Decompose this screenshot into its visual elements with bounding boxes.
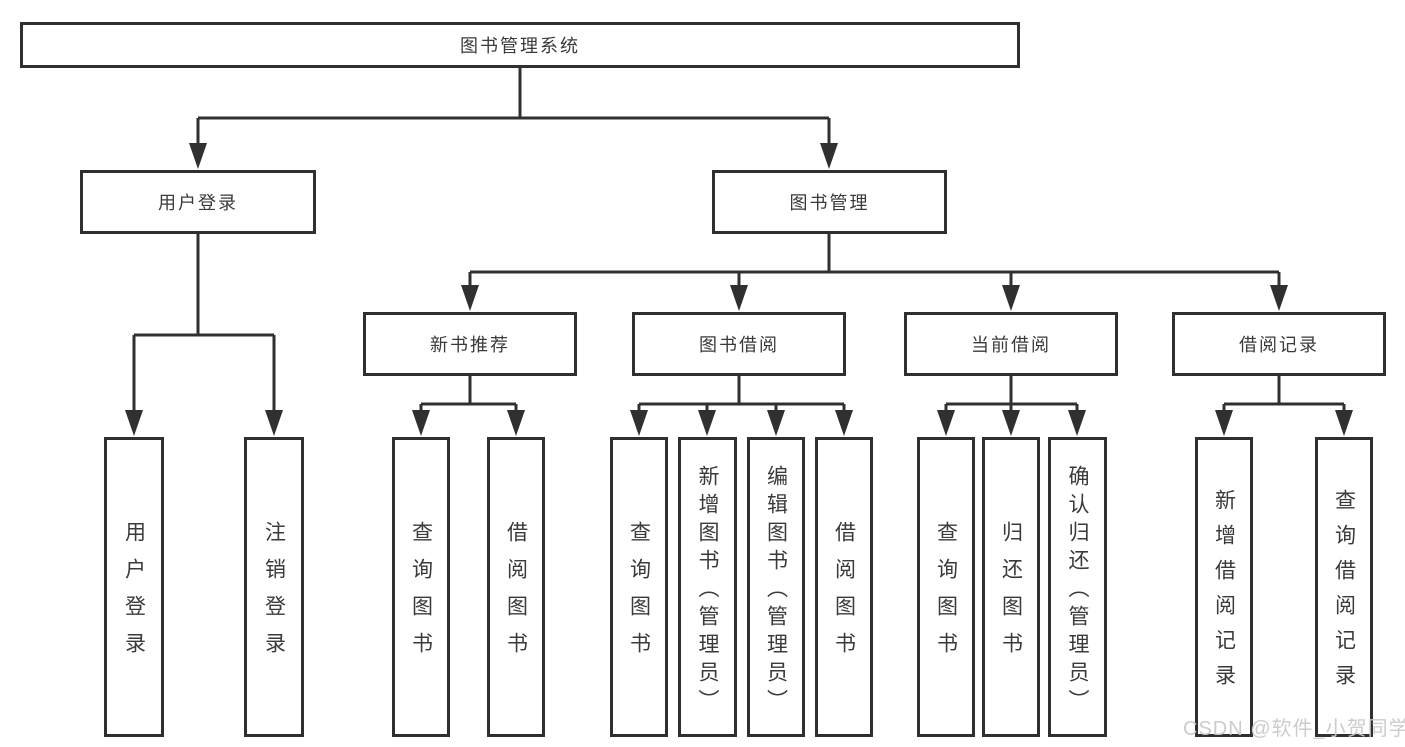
node-label: 当前借阅	[971, 335, 1051, 355]
arrow-down-icon	[265, 410, 283, 436]
leaf-confirm-return-admin: 确认归还（管理员）	[1048, 437, 1107, 737]
arrow-down-icon	[630, 410, 648, 436]
node-label: 新增图书（管理员）	[696, 464, 719, 717]
node-new-book-recommend: 新书推荐	[363, 312, 577, 376]
node-user-login: 用户登录	[80, 170, 316, 234]
arrow-down-icon	[1002, 285, 1020, 311]
leaf-return-books: 归还图书	[982, 437, 1040, 737]
node-label: 归还图书	[999, 521, 1023, 669]
arrow-down-icon	[698, 410, 716, 436]
arrow-down-icon	[767, 410, 785, 436]
arrow-down-icon	[1270, 285, 1288, 311]
arrow-down-icon	[820, 143, 838, 169]
arrow-down-icon	[937, 410, 955, 436]
csdn-watermark: CSDN @软件_小贺同学	[1183, 718, 1405, 740]
arrow-down-icon	[1335, 410, 1353, 436]
arrow-down-icon	[412, 410, 430, 436]
node-label: 查询图书	[409, 521, 433, 669]
leaf-current-query-books: 查询图书	[917, 437, 975, 737]
node-label: 用户登录	[158, 193, 238, 213]
node-book-management: 图书管理	[712, 170, 947, 234]
node-label: 新增借阅记录	[1212, 489, 1236, 699]
leaf-user-login: 用户登录	[104, 437, 164, 737]
leaf-borrowing-borrow-books: 借阅图书	[815, 437, 873, 737]
node-book-borrowing: 图书借阅	[632, 312, 846, 376]
arrow-down-icon	[461, 285, 479, 311]
node-label: 用户登录	[122, 521, 146, 669]
leaf-borrowing-query-books: 查询图书	[610, 437, 668, 737]
node-label: 查询图书	[627, 521, 651, 669]
arrow-down-icon	[507, 410, 525, 436]
leaf-recommend-borrow-books: 借阅图书	[487, 437, 545, 737]
leaf-logout: 注销登录	[244, 437, 304, 737]
arrow-down-icon	[1215, 410, 1233, 436]
node-borrow-records: 借阅记录	[1172, 312, 1386, 376]
node-current-borrowing: 当前借阅	[904, 312, 1118, 376]
node-label: 图书管理	[789, 193, 870, 213]
node-label: 图书借阅	[699, 335, 779, 355]
node-label: 图书管理系统	[460, 36, 580, 56]
arrow-down-icon	[1002, 410, 1020, 436]
tree-edges	[132, 68, 1346, 412]
node-label: 查询图书	[934, 521, 958, 669]
node-label: 注销登录	[262, 521, 286, 669]
arrow-down-icon	[189, 143, 207, 169]
node-label: 借阅图书	[504, 521, 528, 669]
leaf-add-books-admin: 新增图书（管理员）	[678, 437, 737, 737]
node-label: 查询借阅记录	[1332, 489, 1356, 699]
node-label: 借阅记录	[1239, 335, 1319, 355]
leaf-edit-books-admin: 编辑图书（管理员）	[747, 437, 805, 737]
node-label: 新书推荐	[430, 335, 510, 355]
node-label: 确认归还（管理员）	[1066, 464, 1089, 717]
arrow-down-icon	[835, 410, 853, 436]
leaf-recommend-query-books: 查询图书	[392, 437, 450, 737]
leaf-query-borrow-record: 查询借阅记录	[1315, 437, 1373, 737]
node-label: 编辑图书（管理员）	[764, 464, 788, 717]
arrow-down-icon	[125, 410, 143, 436]
leaf-add-borrow-record: 新增借阅记录	[1195, 437, 1253, 737]
arrow-down-icon	[1068, 410, 1086, 436]
node-root-system: 图书管理系统	[20, 22, 1020, 68]
arrowhead-icons	[125, 143, 1353, 436]
arrow-down-icon	[730, 285, 748, 311]
node-label: 借阅图书	[832, 521, 856, 669]
